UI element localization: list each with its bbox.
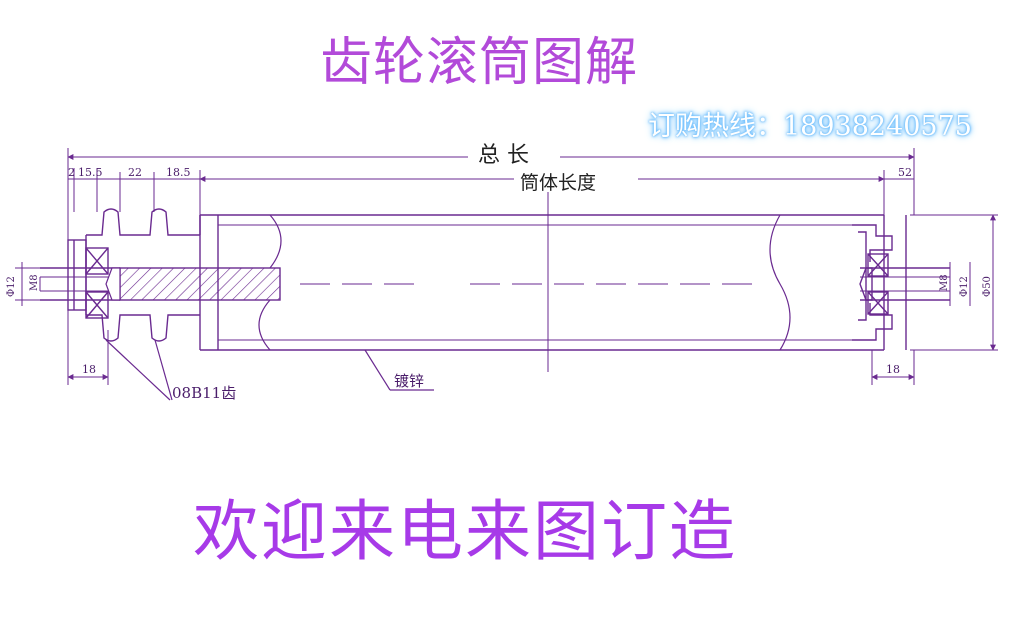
dim-m8-left: M8 bbox=[29, 274, 40, 291]
dim-18-left: 18 bbox=[82, 363, 96, 376]
order-hotline: 订购热线：18938240575 bbox=[648, 111, 972, 142]
dim-52: 52 bbox=[898, 166, 912, 179]
dim-15-5: 15.5 bbox=[78, 166, 103, 179]
sprocket-spec-label: 08B11齿 bbox=[172, 384, 236, 402]
tube-length-label: 筒体长度 bbox=[520, 172, 596, 194]
page-title: 齿轮滚筒图解 bbox=[320, 33, 639, 93]
dim-22: 22 bbox=[128, 166, 142, 179]
dim-18-5: 18.5 bbox=[166, 166, 191, 179]
dim-m8-right: M8 bbox=[939, 274, 950, 291]
footer-slogan: 欢迎来电来图订造 bbox=[193, 493, 737, 570]
dim-phi12-left: Φ12 bbox=[6, 276, 17, 297]
dim-18-right: 18 bbox=[886, 363, 900, 376]
total-length-label: 总 长 bbox=[478, 143, 529, 168]
dim-phi50-right: Φ50 bbox=[982, 276, 993, 297]
dim-2: 2 bbox=[68, 166, 75, 179]
dim-phi12-right: Φ12 bbox=[959, 276, 970, 297]
galvanized-label: 镀锌 bbox=[394, 372, 424, 390]
